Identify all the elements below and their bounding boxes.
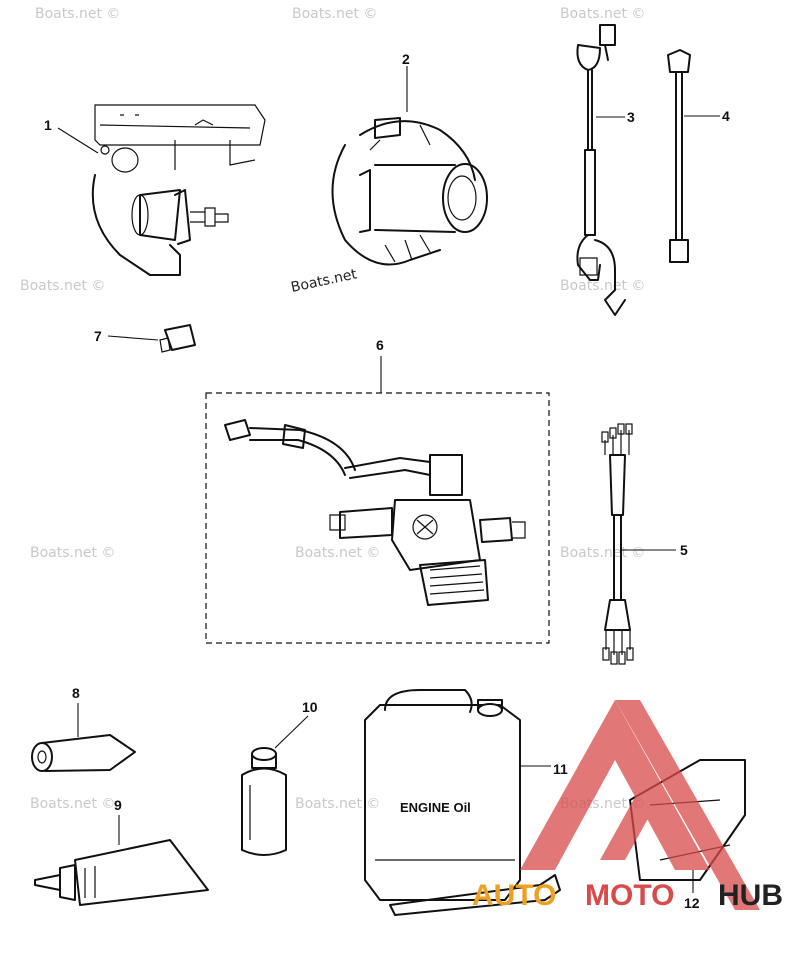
callout-9: 9 (114, 797, 122, 813)
wiring-harness-icon (576, 24, 626, 316)
watermark-4: Boats.net © (20, 278, 105, 294)
callout-8: 8 (72, 685, 80, 701)
watermark-10: Boats.net © (295, 796, 380, 812)
callout-5: 5 (680, 542, 688, 558)
spray-can-icon (241, 747, 287, 856)
watermark-5: Boats.net © (560, 278, 645, 294)
triangle-logo-icon (520, 700, 760, 910)
watermark-inline: Boats.net (290, 266, 359, 296)
watermark-9: Boats.net © (30, 796, 115, 812)
watermarks: Boats.net © Boats.net © Boats.net © Boat… (20, 6, 645, 812)
oil-jug-label: ENGINE Oil (400, 800, 471, 815)
watermark-1: Boats.net © (35, 6, 120, 22)
callout-11: 11 (553, 761, 568, 777)
oil-jug-icon: ENGINE Oil (364, 689, 561, 916)
fuel-primer-kit-icon (224, 419, 526, 606)
watermark-3: Boats.net © (560, 6, 645, 22)
starter-motor-icon (91, 104, 266, 276)
watermark-7: Boats.net © (295, 545, 380, 561)
watermark-2: Boats.net © (292, 6, 377, 22)
watermark-6: Boats.net © (30, 545, 115, 561)
callout-1: 1 (44, 117, 52, 133)
callout-2: 2 (402, 51, 410, 67)
kit-box (205, 392, 550, 644)
watermark-8: Boats.net © (560, 545, 645, 561)
wire-lead-icon (667, 49, 691, 263)
logo-auto: AUTO (472, 879, 556, 912)
callout-4: 4 (722, 108, 730, 124)
logo-hub: HUB (718, 879, 783, 912)
callout-6: 6 (376, 337, 384, 353)
logo-moto: MOTO (585, 879, 674, 912)
rotor-icon (331, 117, 488, 266)
connector-harness-icon (601, 423, 634, 665)
callout-12: 12 (684, 895, 700, 911)
automotohub-logo: AUTO MOTO HUB (472, 879, 783, 912)
callout-3: 3 (627, 109, 635, 125)
plug-cap-icon (159, 324, 196, 353)
callout-10: 10 (302, 699, 318, 715)
callout-7: 7 (94, 328, 102, 344)
grease-tube-large-icon (34, 839, 209, 906)
grease-tube-small-icon (31, 734, 136, 772)
